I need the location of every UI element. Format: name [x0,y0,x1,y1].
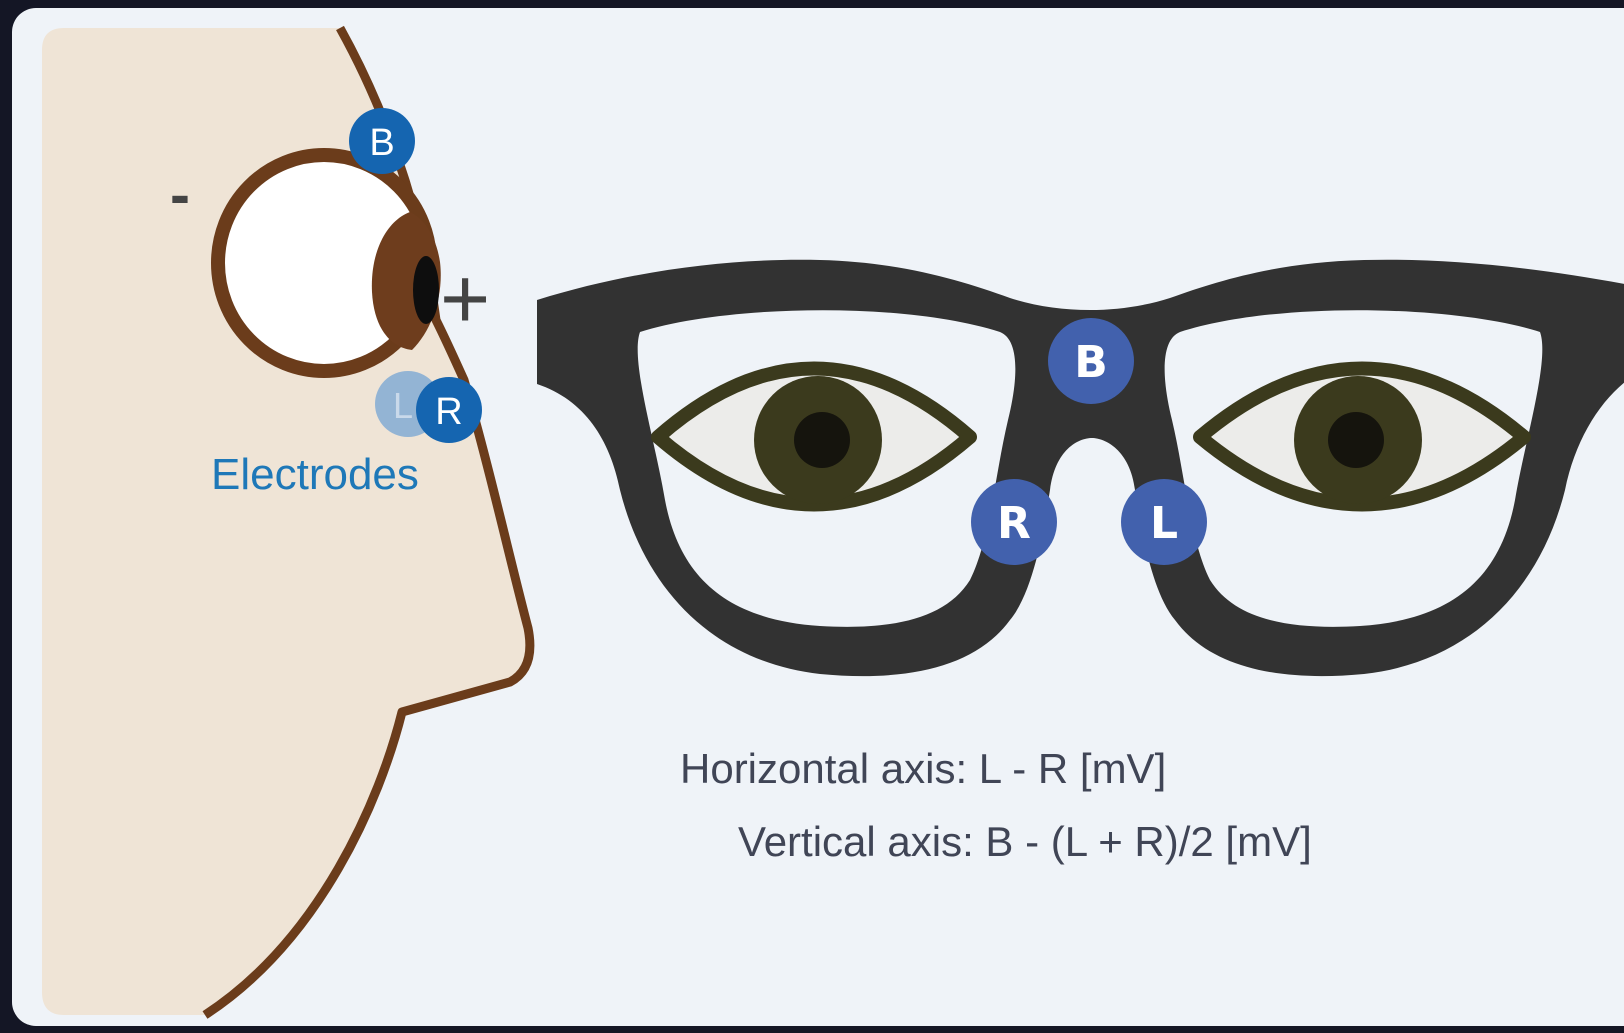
glasses-electrode-l: L [1121,479,1207,565]
side-electrode-b: B [349,108,415,174]
svg-text:L: L [1150,498,1178,549]
horizontal-axis-label: Horizontal axis: L - R [mV] [680,745,1166,793]
svg-text:R: R [997,498,1031,549]
svg-text:B: B [369,122,394,164]
eye-left-pupil [794,412,850,468]
plus-sign: + [440,250,490,349]
svg-text:B: B [1074,337,1108,388]
eye-right-pupil [1328,412,1384,468]
side-electrode-r: R [416,377,482,443]
glasses-electrode-b: B [1048,318,1134,404]
electrodes-caption: Electrodes [211,450,419,500]
pupil-side [413,256,439,324]
minus-sign: - [170,160,190,229]
glasses-electrode-r: R [971,479,1057,565]
svg-text:R: R [435,391,462,433]
svg-text:L: L [393,385,413,426]
vertical-axis-label: Vertical axis: B - (L + R)/2 [mV] [738,818,1312,866]
